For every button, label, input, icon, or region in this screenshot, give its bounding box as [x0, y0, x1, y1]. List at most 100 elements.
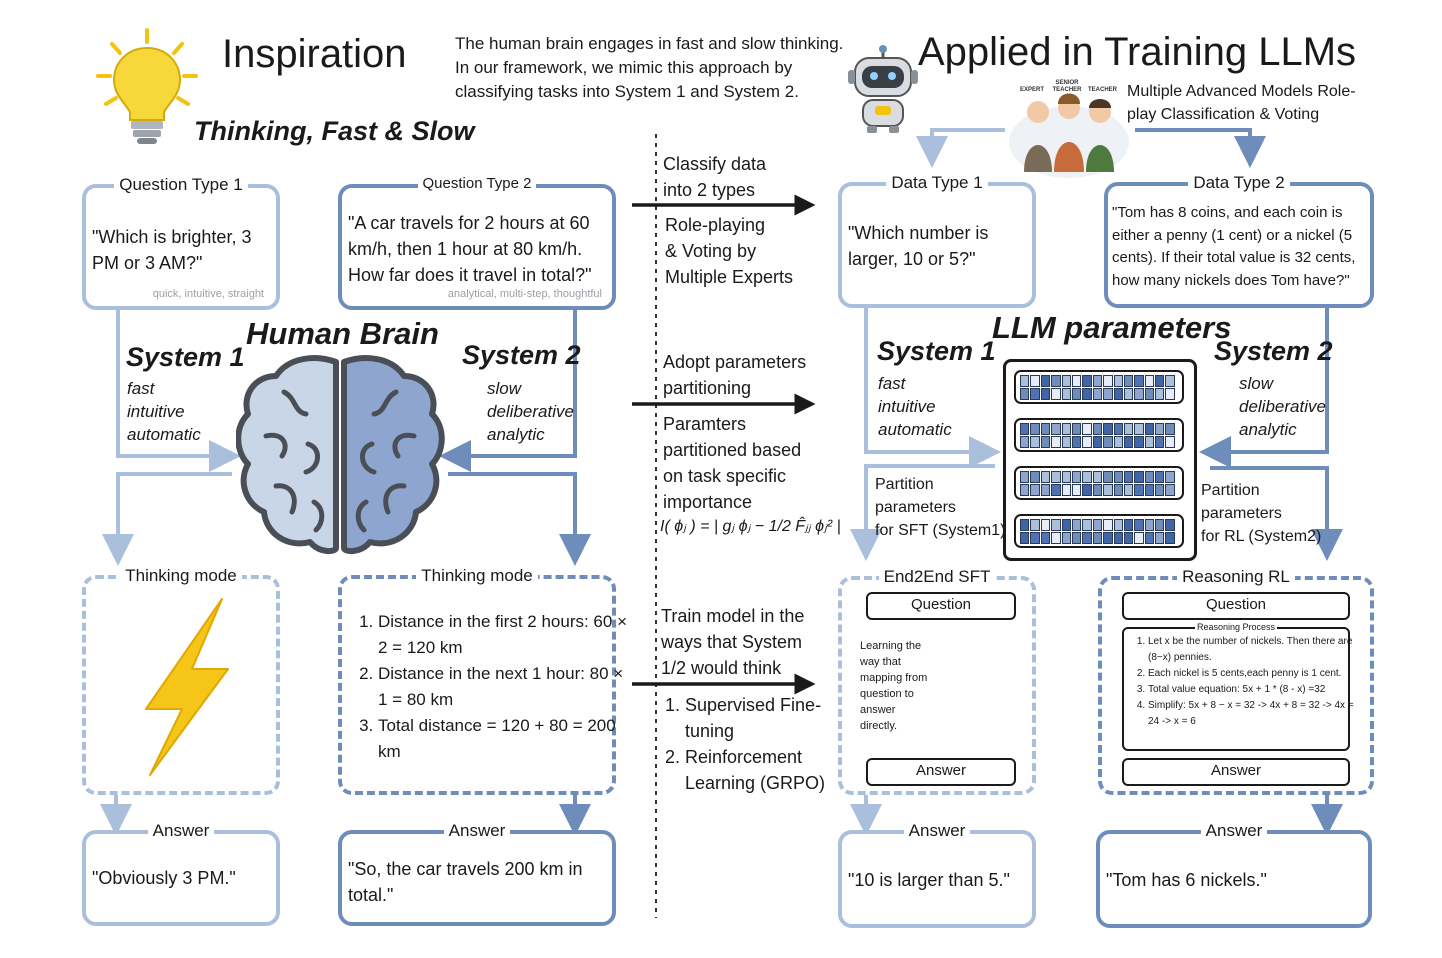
- parameter-cell: [1144, 483, 1155, 496]
- parameter-cell: [1040, 435, 1051, 448]
- parameter-cell: [1092, 470, 1103, 483]
- brain-icon: [236, 355, 445, 555]
- parameter-cell: [1113, 374, 1123, 387]
- parameter-cell: [1092, 518, 1103, 531]
- human-answer-1-text: "Obviously 3 PM.": [92, 868, 236, 888]
- reasoning-process-box: Reasoning Process Let x be the number of…: [1122, 622, 1354, 751]
- parameter-cell: [1134, 374, 1144, 387]
- parameter-cell: [1082, 422, 1092, 435]
- data-type-2-caption: Data Type 2: [1188, 173, 1290, 192]
- parameter-cell: [1113, 435, 1123, 448]
- teacher-label: TEACHER: [1088, 87, 1118, 93]
- inspiration-title: Inspiration: [222, 32, 407, 76]
- parameter-cell: [1051, 422, 1061, 435]
- parameter-cell: [1051, 374, 1061, 387]
- parameter-cell: [1071, 387, 1082, 400]
- thinking-mode-1-box: Thinking mode: [82, 566, 280, 795]
- robot-icon: [848, 45, 918, 133]
- parameter-cell: [1165, 387, 1175, 400]
- human-answer-1-caption: Answer: [147, 821, 215, 840]
- llm-answer-2-caption: Answer: [1200, 821, 1268, 840]
- parameter-cell: [1134, 531, 1144, 544]
- thinking-mode-2-box: Thinking mode Distance in the first 2 ho…: [338, 566, 627, 795]
- parameter-row: [1014, 418, 1184, 452]
- parameter-cell: [1092, 374, 1103, 387]
- parameter-cell: [1144, 387, 1155, 400]
- parameter-cell: [1155, 470, 1165, 483]
- lightbulb-icon: [96, 28, 198, 144]
- llm-system-1-label: System 1: [877, 336, 996, 366]
- parameter-cell: [1155, 518, 1165, 531]
- applied-title: Applied in Training LLMs: [918, 30, 1357, 74]
- llm-answer-1-text: "10 is larger than 5.": [848, 870, 1010, 890]
- inspiration-description: The human brain engages in fast and slow…: [455, 34, 844, 101]
- q1-to-brain-arrow: [116, 310, 241, 472]
- reasoning-steps: Let x be the number of nickels. Then the…: [1130, 634, 1362, 730]
- parameter-cell: [1103, 483, 1113, 496]
- sft-question: Question: [866, 592, 1016, 620]
- parameter-cell: [1103, 435, 1113, 448]
- question-type-2-hint: analytical, multi-step, thoughtful: [447, 288, 602, 300]
- d2-to-params-arrow: [1199, 308, 1329, 468]
- thinking-mode-2-steps: Distance in the first 2 hours: 60 × 2 = …: [354, 609, 630, 765]
- human-system-2-label: System 2: [462, 340, 581, 370]
- parameter-cell: [1071, 531, 1082, 544]
- rl-answer: Answer: [1122, 758, 1350, 786]
- parameter-cell: [1092, 422, 1103, 435]
- data-type-1-text: "Which number is larger, 10 or 5?": [848, 223, 989, 269]
- parameter-cell: [1113, 531, 1123, 544]
- parameter-cell: [1134, 435, 1144, 448]
- parameter-cell: [1061, 470, 1071, 483]
- parameter-cell: [1155, 422, 1165, 435]
- parameter-cell: [1040, 518, 1051, 531]
- rl-question: Question: [1122, 592, 1350, 620]
- brain-to-mode2-arrow: [448, 472, 591, 566]
- parameter-cell: [1123, 374, 1134, 387]
- parameter-cell: [1113, 422, 1123, 435]
- parameter-cell: [1061, 483, 1071, 496]
- parameter-cell: [1071, 422, 1082, 435]
- parameter-cell: [1123, 422, 1134, 435]
- parameter-cell: [1040, 374, 1051, 387]
- parameter-cell: [1020, 531, 1030, 544]
- parameter-cell: [1020, 387, 1030, 400]
- parameter-cell: [1155, 531, 1165, 544]
- parameter-cell: [1030, 470, 1040, 483]
- parameter-cell: [1030, 518, 1040, 531]
- train-method: Reinforcement Learning (GRPO): [685, 744, 845, 796]
- llm-answer-2-box: Answer "Tom has 6 nickels.": [1096, 821, 1372, 928]
- parameter-cell: [1092, 435, 1103, 448]
- parameter-cell: [1051, 531, 1061, 544]
- parameter-cell: [1040, 422, 1051, 435]
- parameter-cell: [1020, 435, 1030, 448]
- human-system-1-label: System 1: [126, 342, 245, 372]
- llm-answer-2-text: "Tom has 6 nickels.": [1106, 870, 1267, 890]
- parameter-cell: [1082, 435, 1092, 448]
- parameter-cell: [1144, 518, 1155, 531]
- parameter-cell: [1020, 374, 1030, 387]
- parameter-cell: [1082, 374, 1092, 387]
- parameter-cell: [1020, 422, 1030, 435]
- thinking-step: Distance in the first 2 hours: 60 × 2 = …: [378, 609, 630, 661]
- brain-to-mode1-arrow: [102, 472, 232, 566]
- parameter-cell: [1165, 518, 1175, 531]
- question-type-2-text: "A car travels for 2 hours at 60 km/h, t…: [348, 213, 592, 285]
- importance-formula: I( ϕⱼ ) = | gⱼ ϕⱼ − 1/2 F̂ⱼⱼ ϕⱼ² |: [660, 518, 841, 535]
- parameter-cell: [1103, 422, 1113, 435]
- parameter-row: [1014, 370, 1184, 404]
- parameter-cell: [1165, 483, 1175, 496]
- parameter-cell: [1040, 470, 1051, 483]
- parameter-cell: [1165, 374, 1175, 387]
- parameter-cell: [1155, 387, 1165, 400]
- parameter-cell: [1144, 374, 1155, 387]
- parameter-cell: [1165, 470, 1175, 483]
- expert-label: EXPERT: [1020, 87, 1045, 93]
- parameter-cell: [1071, 374, 1082, 387]
- reasoning-step: Simplify: 5x + 8 − x = 32 -> 4x + 8 = 32…: [1148, 698, 1362, 730]
